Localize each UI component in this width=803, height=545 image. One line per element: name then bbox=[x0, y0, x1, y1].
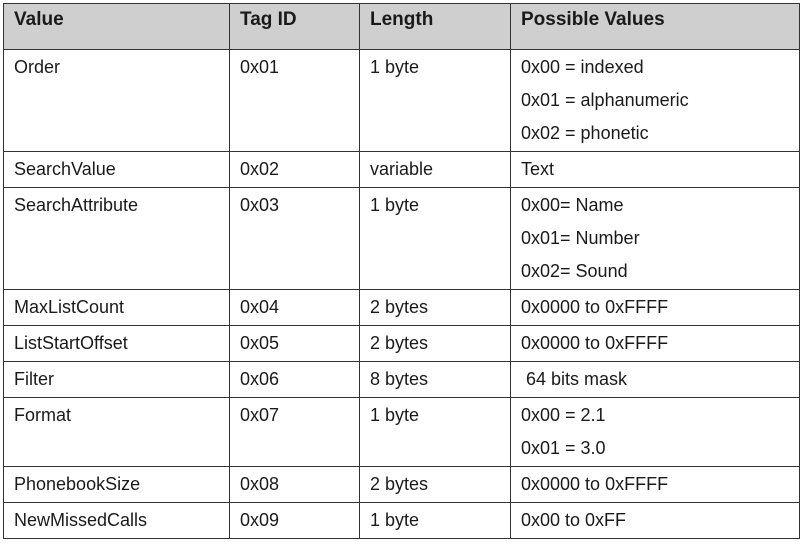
cell-tag-id: 0x02 bbox=[229, 151, 360, 188]
possible-value-line: 0x02 = phonetic bbox=[521, 123, 649, 143]
cell-length: 1 byte bbox=[359, 49, 511, 152]
cell-possible-values: 0x00 = indexed 0x01 = alphanumeric 0x02 … bbox=[510, 49, 800, 152]
table-row: PhonebookSize 0x08 2 bytes 0x0000 to 0xF… bbox=[3, 466, 800, 503]
cell-value: SearchAttribute bbox=[3, 187, 230, 290]
cell-possible-values: 0x0000 to 0xFFFF bbox=[510, 466, 800, 503]
possible-value-line: 0x0000 to 0xFFFF bbox=[521, 297, 669, 317]
possible-value-line: 0x0000 to 0xFFFF bbox=[521, 474, 669, 494]
cell-length: 1 byte bbox=[359, 502, 511, 539]
header-row: Value Tag ID Length Possible Values bbox=[3, 3, 800, 50]
table-row: SearchAttribute 0x03 1 byte 0x00= Name 0… bbox=[3, 187, 800, 290]
table-row: MaxListCount 0x04 2 bytes 0x0000 to 0xFF… bbox=[3, 289, 800, 326]
cell-length: 8 bytes bbox=[359, 361, 511, 398]
possible-value-line: 0x00 to 0xFF bbox=[521, 510, 627, 530]
cell-possible-values: 0x00= Name 0x01= Number 0x02= Sound bbox=[510, 187, 800, 290]
table-row: NewMissedCalls 0x09 1 byte 0x00 to 0xFF bbox=[3, 502, 800, 539]
header-value: Value bbox=[3, 3, 230, 50]
cell-tag-id: 0x06 bbox=[229, 361, 360, 398]
cell-tag-id: 0x03 bbox=[229, 187, 360, 290]
cell-length: 2 bytes bbox=[359, 325, 511, 362]
cell-value: PhonebookSize bbox=[3, 466, 230, 503]
tag-table: Value Tag ID Length Possible Values Orde… bbox=[3, 3, 800, 539]
table-row: Format 0x07 1 byte 0x00 = 2.1 0x01 = 3.0 bbox=[3, 397, 800, 467]
cell-value: Filter bbox=[3, 361, 230, 398]
possible-value-line: 0x00 = indexed bbox=[521, 57, 644, 77]
cell-tag-id: 0x04 bbox=[229, 289, 360, 326]
possible-value-line: 0x01 = 3.0 bbox=[521, 438, 606, 458]
cell-length: 2 bytes bbox=[359, 466, 511, 503]
table-row: Order 0x01 1 byte 0x00 = indexed 0x01 = … bbox=[3, 49, 800, 152]
header-length: Length bbox=[359, 3, 511, 50]
cell-possible-values: 0x0000 to 0xFFFF bbox=[510, 289, 800, 326]
table-row: SearchValue 0x02 variable Text bbox=[3, 151, 800, 188]
table-row: ListStartOffset 0x05 2 bytes 0x0000 to 0… bbox=[3, 325, 800, 362]
possible-value-line: 0x01 = alphanumeric bbox=[521, 90, 689, 110]
cell-tag-id: 0x07 bbox=[229, 397, 360, 467]
cell-possible-values: 0x0000 to 0xFFFF bbox=[510, 325, 800, 362]
possible-value-line: 0x0000 to 0xFFFF bbox=[521, 333, 669, 353]
cell-possible-values: 64 bits mask bbox=[510, 361, 800, 398]
cell-possible-values: 0x00 to 0xFF bbox=[510, 502, 800, 539]
possible-value-line: 0x02= Sound bbox=[521, 261, 628, 281]
cell-length: 1 byte bbox=[359, 397, 511, 467]
possible-value-line: 0x00 = 2.1 bbox=[521, 405, 606, 425]
cell-value: MaxListCount bbox=[3, 289, 230, 326]
header-possible-values: Possible Values bbox=[510, 3, 800, 50]
cell-tag-id: 0x09 bbox=[229, 502, 360, 539]
cell-value: Order bbox=[3, 49, 230, 152]
cell-value: NewMissedCalls bbox=[3, 502, 230, 539]
cell-tag-id: 0x05 bbox=[229, 325, 360, 362]
header-tag-id: Tag ID bbox=[229, 3, 360, 50]
cell-tag-id: 0x08 bbox=[229, 466, 360, 503]
possible-value-line: 0x00= Name bbox=[521, 195, 624, 215]
cell-length: 1 byte bbox=[359, 187, 511, 290]
possible-value-line: 64 bits mask bbox=[521, 369, 628, 389]
possible-value-line: 0x01= Number bbox=[521, 228, 640, 248]
cell-length: variable bbox=[359, 151, 511, 188]
cell-possible-values: 0x00 = 2.1 0x01 = 3.0 bbox=[510, 397, 800, 467]
cell-value: ListStartOffset bbox=[3, 325, 230, 362]
cell-value: SearchValue bbox=[3, 151, 230, 188]
cell-tag-id: 0x01 bbox=[229, 49, 360, 152]
possible-value-line: Text bbox=[521, 159, 555, 179]
tag-table-container: Value Tag ID Length Possible Values Orde… bbox=[3, 3, 800, 539]
cell-possible-values: Text bbox=[510, 151, 800, 188]
cell-value: Format bbox=[3, 397, 230, 467]
cell-length: 2 bytes bbox=[359, 289, 511, 326]
table-row: Filter 0x06 8 bytes 64 bits mask bbox=[3, 361, 800, 398]
